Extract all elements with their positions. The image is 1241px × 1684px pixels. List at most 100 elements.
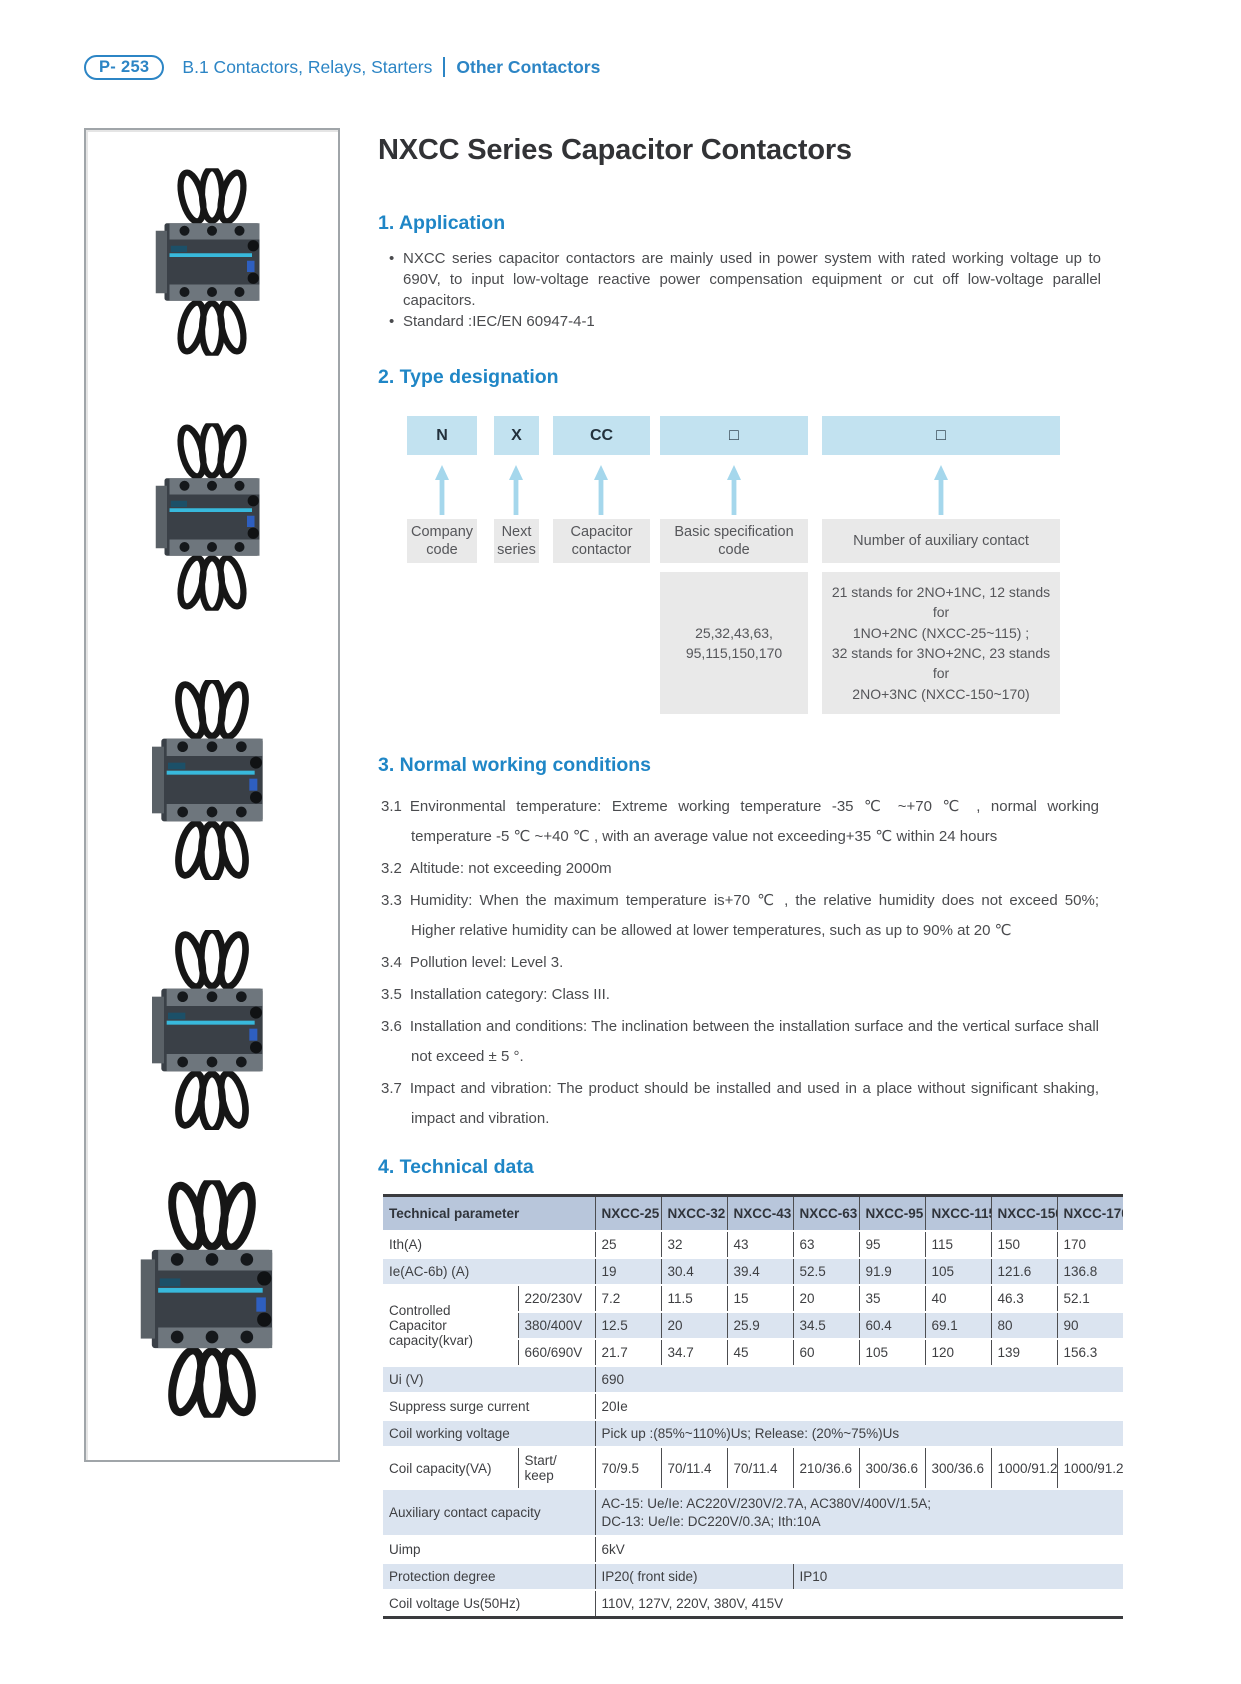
cell: 690 — [595, 1366, 1123, 1394]
cell: 70/11.4 — [661, 1447, 728, 1490]
breadcrumb: B.1 Contactors, Relays, Starters Other Co… — [182, 56, 601, 78]
row-label: Coil working voltage — [383, 1420, 596, 1448]
bullet-icon: • — [389, 250, 395, 267]
table-row: Ui (V) 690 — [383, 1366, 1123, 1394]
cell: 25.9 — [727, 1312, 794, 1340]
product-photo-panel — [84, 128, 340, 1462]
cell: 63 — [793, 1231, 860, 1259]
type-code-box: X — [494, 416, 539, 455]
cell: 115 — [925, 1231, 992, 1259]
cell: IP10 — [793, 1563, 1123, 1592]
row-label: Suppress surge current — [383, 1393, 596, 1421]
table-row: Protection degree IP20( front side) IP10 — [383, 1563, 1123, 1592]
cell: 21.7 — [595, 1339, 662, 1367]
row-label: Ie(AC-6b) (A) — [383, 1258, 596, 1286]
cell: 69.1 — [925, 1312, 992, 1340]
type-code-box: N — [407, 416, 477, 455]
cell: 120 — [925, 1339, 992, 1367]
column-header: NXCC-43 — [727, 1195, 794, 1232]
condition-text: Pollution level: Level 3. — [409, 954, 564, 971]
cell: 52.1 — [1057, 1285, 1123, 1313]
cell: 210/36.6 — [793, 1447, 860, 1490]
column-header: NXCC-32 — [661, 1195, 728, 1232]
condition-number: 3.2 — [381, 860, 402, 877]
cell: 70/11.4 — [727, 1447, 794, 1490]
cell: 121.6 — [991, 1258, 1058, 1286]
column-header: NXCC-115 — [925, 1195, 992, 1232]
cell: 43 — [727, 1231, 794, 1259]
type-label-box: Company code — [407, 519, 477, 563]
type-label-box: Number of auxiliary contact — [822, 519, 1060, 563]
table-row: Uimp 6kV — [383, 1536, 1123, 1565]
column-header: Technical parameter — [383, 1195, 596, 1232]
cell: 150 — [991, 1231, 1058, 1259]
up-arrow-icon — [727, 465, 741, 515]
cell: 156.3 — [1057, 1339, 1123, 1367]
cell: 110V, 127V, 220V, 380V, 415V — [595, 1590, 1123, 1619]
product-photo-5 — [117, 1180, 307, 1418]
row-label: Protection degree — [383, 1563, 596, 1592]
aux-capacity-line1: AC-15: Ue/Ie: AC220V/230V/2.7A, AC380V/4… — [601, 1496, 931, 1511]
cell: 20 — [793, 1285, 860, 1313]
row-label: Controlled Capacitor capacity(kvar) — [383, 1285, 519, 1367]
column-header: NXCC-25 — [595, 1195, 662, 1232]
cell: 25 — [595, 1231, 662, 1259]
cell: 170 — [1057, 1231, 1123, 1259]
condition-number: 3.1 — [381, 798, 402, 815]
cell: 7.2 — [595, 1285, 662, 1313]
breadcrumb-text: B.1 Contactors, Relays, Starters — [182, 56, 433, 77]
table-row: Coil working voltage Pick up :(85%~110%)… — [383, 1420, 1123, 1448]
table-row: Ie(AC-6b) (A) 19 30.4 39.4 52.5 91.9 105… — [383, 1258, 1123, 1286]
type-label-box: Capacitor contactor — [553, 519, 650, 563]
product-photo-4 — [132, 930, 292, 1130]
row-label: Auxiliary contact capacity — [383, 1489, 596, 1538]
table-row: Auxiliary contact capacity AC-15: Ue/Ie:… — [383, 1489, 1123, 1538]
condition-number: 3.3 — [381, 892, 402, 909]
type-code-box: □ — [660, 416, 808, 455]
row-sublabel: 220/230V — [518, 1285, 596, 1313]
type-note-box: 25,32,43,63, 95,115,150,170 — [660, 572, 808, 714]
condition-text: Installation and conditions: The inclina… — [409, 1018, 1099, 1065]
condition-number: 3.7 — [381, 1080, 402, 1097]
cell: 105 — [859, 1339, 926, 1367]
product-photo-3 — [132, 680, 292, 880]
row-sublabel: 380/400V — [518, 1312, 596, 1340]
cell: 105 — [925, 1258, 992, 1286]
section-heading-application: 1. Application — [378, 212, 506, 234]
type-code-box: □ — [822, 416, 1060, 455]
type-note-box: 21 stands for 2NO+1NC, 12 stands for 1NO… — [822, 572, 1060, 714]
column-header: NXCC-170 — [1057, 1195, 1123, 1232]
up-arrow-icon — [934, 465, 948, 515]
cell: 1000/91.2 — [991, 1447, 1058, 1490]
bullet-icon: • — [389, 313, 395, 330]
cell: 1000/91.2 — [1057, 1447, 1123, 1490]
cell: AC-15: Ue/Ie: AC220V/230V/2.7A, AC380V/4… — [595, 1489, 1123, 1538]
section-heading-technical-data: 4. Technical data — [378, 1156, 534, 1178]
condition-text: Impact and vibration: The product should… — [409, 1080, 1099, 1127]
cell: 32 — [661, 1231, 728, 1259]
page-number-badge: P- 253 — [84, 54, 165, 80]
cell: 136.8 — [1057, 1258, 1123, 1286]
condition-number: 3.5 — [381, 986, 402, 1003]
page-title: NXCC Series Capacitor Contactors — [378, 134, 852, 166]
breadcrumb-divider — [443, 56, 446, 77]
cell: 80 — [991, 1312, 1058, 1340]
cell: 35 — [859, 1285, 926, 1313]
page-header: P- 253 B.1 Contactors, Relays, Starters O… — [84, 52, 600, 82]
product-photo-1 — [137, 168, 287, 356]
condition-item: 3.7 Impact and vibration: The product sho… — [381, 1074, 1099, 1134]
cell: 45 — [727, 1339, 794, 1367]
cell: 60.4 — [859, 1312, 926, 1340]
table-row: Controlled Capacitor capacity(kvar) 220/… — [383, 1285, 1123, 1367]
up-arrow-icon — [435, 465, 449, 515]
type-designation-diagram: N X CC □ □ Company code Next series Capa… — [378, 416, 1123, 716]
cell: 20 — [661, 1312, 728, 1340]
breadcrumb-section: Other Contactors — [456, 56, 601, 77]
cell: 91.9 — [859, 1258, 926, 1286]
table-row: Ith(A) 25 32 43 63 95 115 150 170 — [383, 1231, 1123, 1259]
